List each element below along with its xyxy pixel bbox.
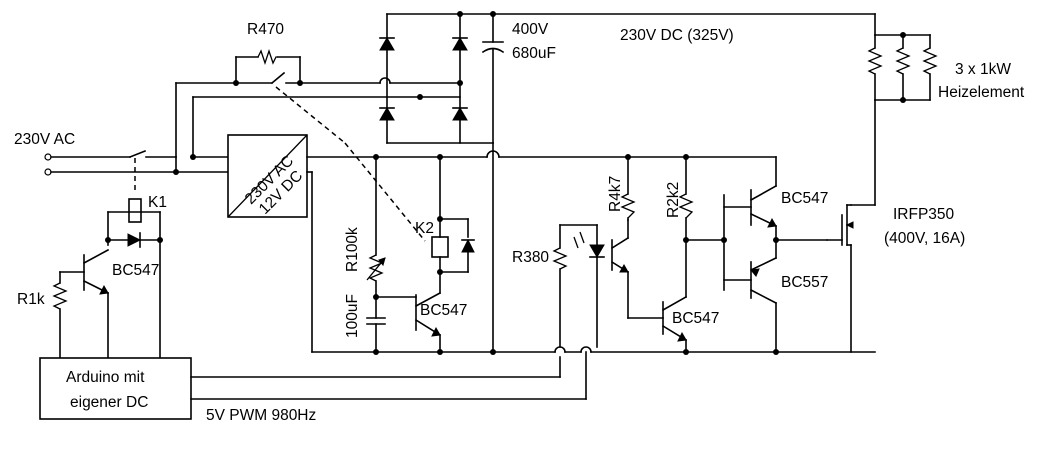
mosfet-rating-label: (400V, 16A): [884, 230, 965, 247]
mosfet: [826, 204, 854, 353]
heater-resistor-3: [922, 47, 938, 75]
inverter-transistor-label: BC547: [672, 310, 719, 327]
r100k-label: R100k: [344, 227, 361, 272]
inverter-stage: [661, 156, 725, 353]
r2k2-resistor: [678, 193, 694, 219]
r1k-label: R1k: [17, 291, 45, 308]
r100k-resistor: [368, 254, 384, 282]
bulk-capacitor: [481, 13, 505, 144]
input-terminal-bottom: [44, 168, 52, 176]
pullup-r4k7: [620, 156, 636, 221]
r2k2-label: R2k2: [665, 182, 682, 218]
mosfet-name-label: IRFP350: [893, 206, 955, 223]
heater-name-label: Heizelement: [938, 84, 1025, 101]
diode-d3: [379, 107, 395, 121]
heater-count-label: 3 x 1kW: [955, 61, 1011, 78]
relay-k1-coil: [128, 198, 142, 223]
cap-100uf-label: 100uF: [344, 294, 361, 338]
arduino-label-1: Arduino mit: [66, 369, 145, 386]
cap-value-label: 680uF: [512, 45, 556, 62]
diode-d1: [379, 37, 395, 51]
r380-resistor: [552, 247, 568, 270]
ac-input: [44, 149, 229, 190]
junction-dots: [105, 11, 906, 355]
transistor-k1-label: BC547: [112, 262, 159, 279]
r1k-resistor: [52, 282, 68, 310]
diode-d4: [452, 107, 468, 121]
bridge-rectifier: [379, 13, 876, 144]
r380-label: R380: [512, 249, 549, 266]
heater-resistor-1: [867, 47, 883, 75]
r4k7-resistor: [620, 193, 636, 219]
optocoupler: [552, 219, 664, 348]
mains-lines: [175, 48, 461, 158]
totem-pole-driver: [723, 156, 828, 353]
transistor-k2-label: BC547: [420, 302, 467, 319]
arduino-block: [39, 351, 587, 420]
driver-npn-label: BC547: [781, 190, 828, 207]
relay-k2-coil: [431, 236, 449, 258]
dc-bus-label: 230V DC (325V): [620, 27, 734, 44]
input-label: 230V AC: [14, 131, 75, 148]
diode-d2: [452, 37, 468, 51]
pwm-label: 5V PWM 980Hz: [206, 407, 316, 424]
k2-flyback-diode: [461, 238, 475, 253]
arduino-box: [39, 357, 192, 420]
opto-led: [589, 244, 605, 258]
heater-elements: [850, 13, 938, 206]
heater-resistor-2: [895, 47, 911, 75]
arduino-label-2: eigener DC: [70, 394, 148, 411]
k1-relay-driver: [52, 198, 161, 359]
relay-k2-mechanical-link: [275, 86, 346, 144]
relay-k1-label: K1: [148, 194, 167, 211]
k2-timing-circuit: [366, 156, 475, 353]
relay-k2-label: K2: [415, 220, 434, 237]
r4k7-label: R4k7: [607, 176, 624, 212]
input-terminal-top: [44, 153, 52, 161]
acdc-converter: [227, 134, 876, 353]
driver-pnp-label: BC557: [781, 274, 828, 291]
cap-voltage-label: 400V: [512, 21, 549, 38]
precharge-resistor-label: R470: [247, 21, 284, 38]
